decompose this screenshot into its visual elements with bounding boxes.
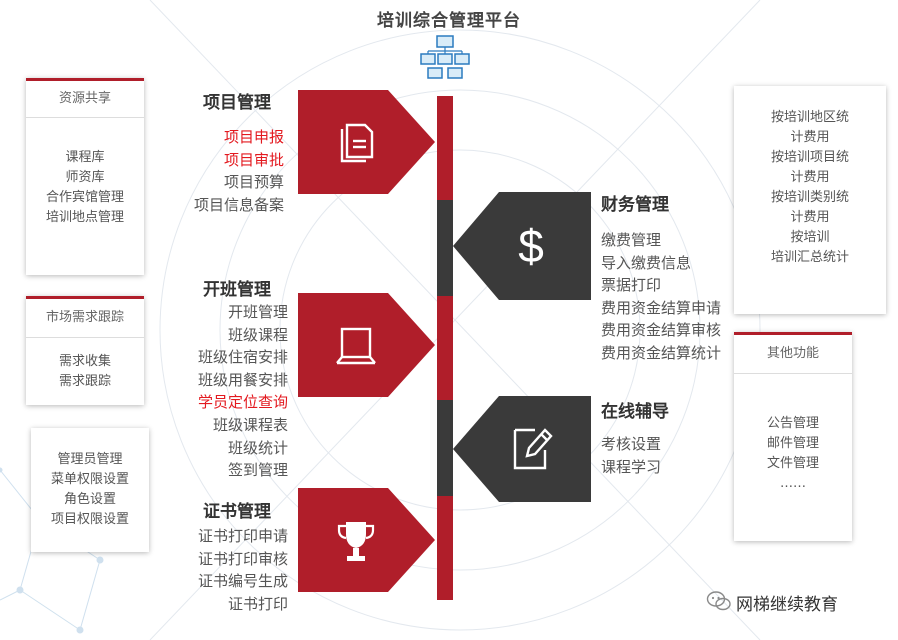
- list-item: 邮件管理: [766, 436, 819, 451]
- certificate-management-title: 证书管理: [203, 502, 271, 522]
- online-items: 考核设置 课程学习: [601, 433, 661, 478]
- project-items: 项目申报 项目审批 项目预算 项目信息备案: [170, 126, 284, 216]
- list-item: 按培训地区统: [770, 110, 849, 125]
- list-item: 费用资金结算申请: [601, 298, 722, 317]
- page-title: 培训综合管理平台: [377, 11, 521, 31]
- wechat-icon: [706, 591, 731, 611]
- class-flag: [298, 293, 435, 397]
- list-item: 签到管理: [227, 461, 288, 480]
- online-flag: [453, 396, 591, 502]
- laptop-icon: [336, 327, 376, 365]
- class-items: 开班管理 班级课程 班级住宿安排 班级用餐安排 学员定位查询 班级课程表 班级统…: [170, 301, 288, 482]
- list-item: 班级用餐安排: [197, 370, 288, 389]
- certificate-flag: [298, 488, 435, 592]
- list-item: 证书打印: [227, 594, 288, 613]
- list-item: 计费用: [790, 210, 830, 225]
- resource-sharing-card: 资源共享 课程库 师资库 合作宾馆管理 培训地点管理: [26, 78, 144, 275]
- dollar-icon: $: [518, 220, 544, 272]
- network-hierarchy-icon: [420, 35, 470, 79]
- list-item: 文件管理: [766, 456, 819, 471]
- list-item: 班级课程: [227, 325, 288, 344]
- list-item: 合作宾馆管理: [45, 190, 124, 205]
- edit-note-icon: [513, 428, 553, 470]
- list-item: 项目审批: [223, 150, 284, 169]
- svg-text:$: $: [518, 220, 544, 272]
- central-bar-segment: [437, 400, 453, 496]
- list-item: 学员定位查询: [197, 393, 288, 412]
- list-item: 费用资金结算统计: [601, 343, 722, 362]
- list-item: 缴费管理: [601, 231, 662, 249]
- card-header: 其他功能: [734, 335, 852, 374]
- document-icon: [340, 123, 374, 163]
- card-header: 资源共享: [26, 81, 144, 118]
- list-item: 课程库: [65, 150, 105, 165]
- statistics-card: 按培训地区统 计费用 按培训项目统 计费用 按培训类别统 计费用 按培训 培训汇…: [734, 86, 886, 314]
- list-item: 角色设置: [63, 492, 116, 507]
- list-item: 按培训项目统: [770, 150, 849, 165]
- project-management-title: 项目管理: [203, 93, 271, 113]
- list-item: 课程学习: [601, 457, 662, 476]
- list-item: 管理员管理: [57, 452, 123, 467]
- class-management-title: 开班管理: [203, 280, 271, 300]
- finance-management-title: 财务管理: [601, 195, 669, 215]
- central-bar-segment: [437, 96, 453, 200]
- list-item: 证书打印申请: [197, 527, 288, 545]
- list-item: 开班管理: [227, 303, 288, 321]
- list-item: 票据打印: [601, 276, 662, 295]
- list-item: 证书打印审核: [197, 549, 288, 568]
- list-item: 项目信息备案: [193, 195, 284, 214]
- project-flag: [298, 90, 435, 194]
- trophy-icon: [337, 522, 375, 561]
- central-bar-segment: [437, 496, 453, 600]
- other-functions-card: 其他功能 公告管理 邮件管理 文件管理 ……: [734, 332, 852, 541]
- watermark-text: 网梯继续教育: [736, 595, 838, 615]
- certificate-items: 证书打印申请 证书打印审核 证书编号生成 证书打印: [170, 525, 288, 615]
- list-item: 需求跟踪: [58, 374, 111, 389]
- list-item: 计费用: [790, 130, 830, 145]
- permission-card: 管理员管理 菜单权限设置 角色设置 项目权限设置: [31, 428, 149, 552]
- list-item: 证书编号生成: [197, 572, 288, 591]
- online-tutoring-title: 在线辅导: [601, 402, 669, 422]
- finance-flag: [453, 192, 591, 300]
- list-item: 费用资金结算审核: [601, 321, 722, 340]
- central-bar-segment: [437, 296, 453, 400]
- finance-items: 缴费管理 导入缴费信息 票据打印 费用资金结算申请 费用资金结算审核 费用资金结…: [601, 229, 721, 365]
- list-item: 导入缴费信息: [601, 253, 692, 272]
- list-item: 项目申报: [223, 128, 284, 146]
- list-item: 按培训: [790, 230, 830, 245]
- list-item: 班级统计: [227, 438, 288, 457]
- list-item: 需求收集: [58, 354, 111, 369]
- list-item: 公告管理: [766, 416, 819, 431]
- list-item: 项目预算: [223, 173, 284, 192]
- card-header: 市场需求跟踪: [26, 299, 144, 338]
- list-item: 培训汇总统计: [770, 250, 849, 265]
- list-item: 班级课程表: [212, 415, 288, 434]
- list-item: 按培训类别统: [770, 190, 849, 205]
- market-demand-card: 市场需求跟踪 需求收集 需求跟踪: [26, 296, 144, 405]
- list-item: 考核设置: [601, 435, 662, 453]
- list-item: 培训地点管理: [45, 210, 124, 225]
- central-bar-segment: [437, 200, 453, 296]
- list-item: ……: [780, 476, 806, 491]
- list-item: 菜单权限设置: [50, 472, 129, 487]
- list-item: 项目权限设置: [50, 512, 129, 527]
- list-item: 师资库: [65, 170, 105, 185]
- list-item: 班级住宿安排: [197, 348, 288, 367]
- list-item: 计费用: [790, 170, 830, 185]
